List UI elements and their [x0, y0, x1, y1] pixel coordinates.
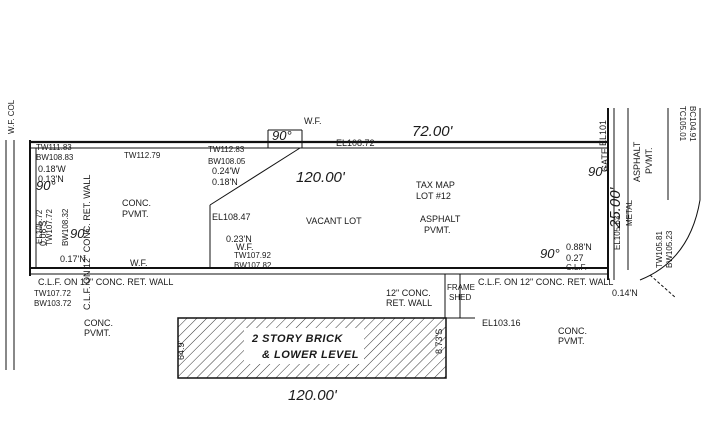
corner-angle-left-lower: 90° [70, 226, 90, 241]
conc-pvmt-label: PVMT. [122, 209, 149, 219]
conc-pvmt-lower-right: PVMT. [558, 336, 585, 346]
offset-9: 0.27 [566, 253, 584, 263]
building-label-bg [244, 328, 364, 364]
conc-pvmt-lower-left: PVMT. [84, 328, 111, 338]
ret-wall-label: 12" CONC. [386, 288, 431, 298]
offset-5: 0.08'S [38, 221, 48, 246]
wf-top: W.F. [304, 116, 322, 126]
conc-label: CONC. [122, 198, 151, 208]
offset-6: 0.17'N [60, 254, 86, 264]
offset-4: 0.13'N [38, 174, 64, 184]
tw-left-2: TW107.72 [45, 209, 54, 246]
left-wall-label: C.L.F. ON 12" CONC. RET. WALL [82, 175, 92, 310]
north-line-dimension: 72.00' [412, 123, 454, 140]
building-right-dimension: 8.73'S [434, 329, 444, 354]
offset-1: 0.24'W [212, 166, 240, 176]
wf-bottom-mid: W.F. [236, 242, 254, 252]
tw-mid-top: TW112.79 [124, 151, 161, 160]
clf-wall-right-label: C.L.F. ON 12" CONC. RET. WALL [478, 277, 613, 287]
corner-angle-right-lower: 90° [540, 246, 560, 261]
elevation-gate: EL105.63 [613, 215, 622, 250]
clf-label-right: C.L.F. [566, 263, 587, 272]
elevation-bottom: EL103.16 [482, 318, 521, 328]
tax-map-label: TAX MAP [416, 180, 455, 190]
bw-left: BW103.72 [34, 299, 72, 308]
wf-col-label: W.F. COL [7, 99, 16, 134]
building-label-2: & LOWER LEVEL [262, 349, 359, 361]
bw-top-right: BW108.05 [208, 157, 246, 166]
conc-label-lower-left: CONC. [84, 318, 113, 328]
tw-right: TW105.81 [655, 231, 664, 268]
lot-boundary [5, 108, 701, 370]
bw-lower: BW107.82 [234, 261, 272, 270]
bc-right: BC104.91 [688, 106, 697, 142]
vacant-lot-label: VACANT LOT [306, 216, 362, 226]
elevation-101: EL101 [598, 120, 608, 146]
asphalt-right-label: ASPHALT [632, 141, 642, 182]
offset-8: 0.88'N [566, 242, 592, 252]
offset-3: 0.18'W [38, 164, 66, 174]
bw-left-2: BW108.32 [61, 208, 70, 246]
elevation-left: EL105.72 [35, 209, 44, 244]
building-left-dimension: 64.9' [176, 340, 186, 360]
wf-bottom-left: W.F. [130, 258, 148, 268]
clf-wall-left-label: C.L.F. ON 12" CONC. RET. WALL [38, 277, 173, 287]
east-width-dimension: 25.00' [607, 186, 624, 229]
gate-label: GATE [600, 148, 610, 172]
tw-lower: TW107.92 [234, 251, 271, 260]
tw-top-right: TW112.83 [208, 145, 245, 154]
corner-angle-top: 90° [272, 128, 292, 143]
ret-wall-label-2: RET. WALL [386, 298, 432, 308]
offset-7: 0.23'N [226, 234, 252, 244]
asphalt-right-pvmt: PVMT. [644, 147, 654, 174]
lot-number-label: LOT #12 [416, 191, 451, 201]
elevation-top: EL108.72 [336, 138, 375, 148]
corner-angle-gate: 90° [588, 164, 608, 179]
tw-top-left: TW111.83 [36, 143, 72, 152]
conc-label-lower-right: CONC. [558, 326, 587, 336]
tw-left: TW107.72 [34, 289, 71, 298]
asphalt-label: ASPHALT [420, 214, 461, 224]
corner-angle-left: 90° [36, 178, 56, 193]
offset-10: 0.14'N [612, 288, 638, 298]
bottom-line-dimension: 120.00' [288, 387, 338, 404]
bw-top-left: BW108.83 [36, 153, 74, 162]
metal-label: METAL [625, 199, 634, 226]
bw-right: BW105.23 [665, 230, 674, 268]
shed-label: SHED [449, 293, 471, 302]
elevation-mid: EL108.47 [212, 212, 251, 222]
tc-right: TC105.01 [678, 106, 687, 142]
frame-label: FRAME [447, 283, 475, 292]
lot-depth-dimension: 120.00' [296, 169, 346, 186]
building-label-1: 2 STORY BRICK [251, 333, 343, 345]
asphalt-pvmt-label: PVMT. [424, 225, 451, 235]
offset-2: 0.18'N [212, 177, 238, 187]
